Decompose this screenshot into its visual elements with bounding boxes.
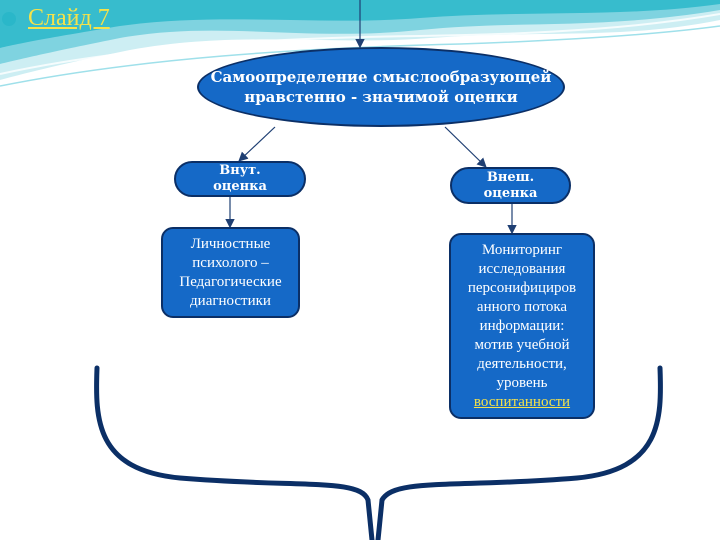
- personal-line3: Педагогические: [179, 273, 282, 290]
- monitoring-line1: Мониторинг: [481, 241, 563, 258]
- monitoring-node: Мониторинг исследования персонифициров а…: [449, 233, 595, 419]
- monitoring-line8: уровень: [496, 374, 548, 391]
- main-node-line1: Самоопределение смыслообразующей: [210, 68, 552, 86]
- internal-line1: Внут.: [219, 163, 261, 178]
- external-line1: Внеш.: [486, 169, 535, 185]
- monitoring-line3: персонифициров: [467, 279, 577, 296]
- slide-link[interactable]: Слайд 7: [28, 5, 110, 31]
- upbringing-link[interactable]: воспитанности: [473, 393, 571, 410]
- monitoring-line6: мотив учебной: [474, 336, 570, 353]
- personal-line4: диагностики: [190, 292, 271, 309]
- monitoring-line4: анного потока: [476, 298, 568, 315]
- monitoring-line7: деятельности,: [477, 355, 567, 372]
- monitoring-line5: информации:: [479, 317, 565, 334]
- external-assessment-node: Внеш. оценка: [450, 167, 571, 204]
- external-line2: оценка: [483, 185, 538, 201]
- personal-line2: психолого –: [192, 254, 269, 271]
- main-node: Самоопределение смыслообразующей нравсте…: [197, 47, 565, 127]
- internal-line2: оценка: [213, 179, 267, 194]
- personal-line1: Личностные: [190, 235, 271, 252]
- internal-assessment-node: Внут. оценка: [174, 161, 306, 197]
- bullet-icon: [2, 12, 16, 26]
- personal-diagnostics-node: Личностные психолого – Педагогические ди…: [161, 227, 300, 318]
- monitoring-line2: исследования: [478, 260, 566, 277]
- main-node-line2: нравстенно - значимой оценки: [244, 88, 518, 106]
